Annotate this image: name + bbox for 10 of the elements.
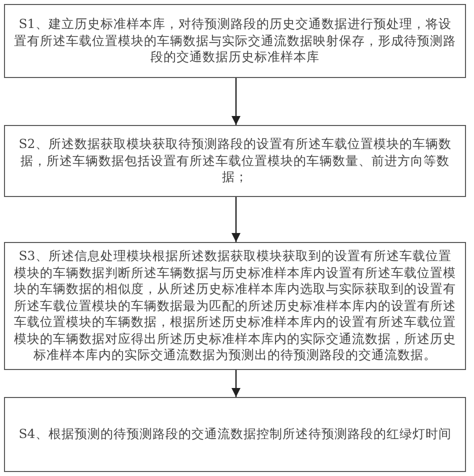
step-text: S3、所述信息处理模块根据所述数据获取模块获取到的设置有所述车载位置模块的车辆数据判断所述车辆数据与历史标准样本库内设置有所述车载位置模块的车辆数据的相似度，从所述历史标准样本库内选取与实际获取到的设置有所述车载位置模块的车辆数据最为匹配的所述历史标准样本库内的设置有所述车载位置模块的车辆数据，根据所述历史标准样本库内的设置有所述车载位置模块的车辆数据对应得出所述历史标准样本库内的实际交通流数据，所述历史标准样本库内的实际交通流数据为预测出的待预测路段的交通流数据。	[13, 248, 457, 364]
arrow	[231, 78, 241, 125]
arrow	[231, 197, 241, 242]
process-box	[4, 4, 466, 78]
step-text: S2、所述数据获取模块获取待预测路段的设置有所述车载位置模块的车辆数据，所述车辆数据包括设置有所述车载位置模块的车辆数量、前进方向等数据；	[18, 136, 452, 186]
step-text: S1、建立历史标准样本库，对待预测路段的历史交通数据进行预处理，将设置有所述车载位置模块的车辆数据与实际交通流数据映射保存，形成待预测路段的交通数据历史标准样本库	[13, 16, 457, 66]
process-box	[4, 125, 466, 197]
process-box	[4, 397, 466, 472]
step-text: S4、根据预测的待预测路段的交通流数据控制所述待预测路段的红绿灯时间	[18, 426, 452, 443]
arrow	[231, 370, 241, 397]
